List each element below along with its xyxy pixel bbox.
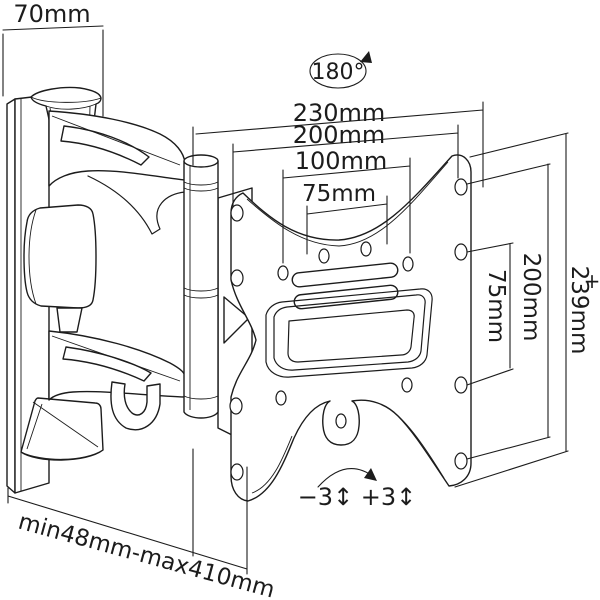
hinge-column: [183, 154, 219, 419]
upper-arm: [48, 110, 186, 235]
dim-vesa-height-75: 75mm: [466, 242, 514, 386]
rotation-arrow-icon: [360, 51, 372, 63]
vesa-plate: [230, 154, 472, 502]
dim-vesa-height-200: 200mm: [466, 163, 551, 460]
center-window-lip: [265, 288, 433, 378]
vesa-height-75-label: 75mm: [483, 269, 509, 343]
wall-plate-roller: [23, 204, 97, 333]
bottom-foot: [20, 397, 104, 461]
tilt-arrow-icon: [364, 468, 377, 481]
center-window: [287, 309, 415, 363]
vesa-height-200-label: 200mm: [518, 253, 544, 342]
slot-upper: [291, 262, 399, 288]
lower-arm: [48, 330, 186, 401]
tilt-range-label: −3↕ +3↕: [298, 483, 417, 511]
vesa-holes: [229, 178, 468, 481]
extension-range-label: min48mm-max410mm: [15, 509, 277, 600]
dim-overall-width: 230mm: [192, 99, 484, 188]
dim-swivel: 180°: [309, 51, 372, 89]
overall-width-label: 230mm: [293, 99, 386, 127]
dim-wall-width: 70mm: [2, 0, 104, 117]
dim-overall-height: 239mm +: [454, 132, 600, 488]
cable-hook: [110, 381, 161, 431]
overall-height-label: 239mm: [566, 266, 592, 355]
swivel-label: 180°: [312, 60, 365, 85]
vesa-width-200-label: 200mm: [293, 121, 386, 149]
dim-vesa-width-75: 75mm: [302, 181, 388, 255]
wall-width-label: 70mm: [13, 0, 90, 28]
height-plus-label: +: [584, 269, 600, 293]
dim-vesa-width-200: 200mm: [232, 121, 459, 207]
dim-tilt: −3↕ +3↕: [298, 468, 417, 511]
vesa-width-100-label: 100mm: [295, 147, 388, 175]
swivel-ellipse: [309, 53, 367, 89]
vesa-width-75-label: 75mm: [302, 181, 376, 207]
dim-vesa-width-100: 100mm: [282, 147, 411, 264]
